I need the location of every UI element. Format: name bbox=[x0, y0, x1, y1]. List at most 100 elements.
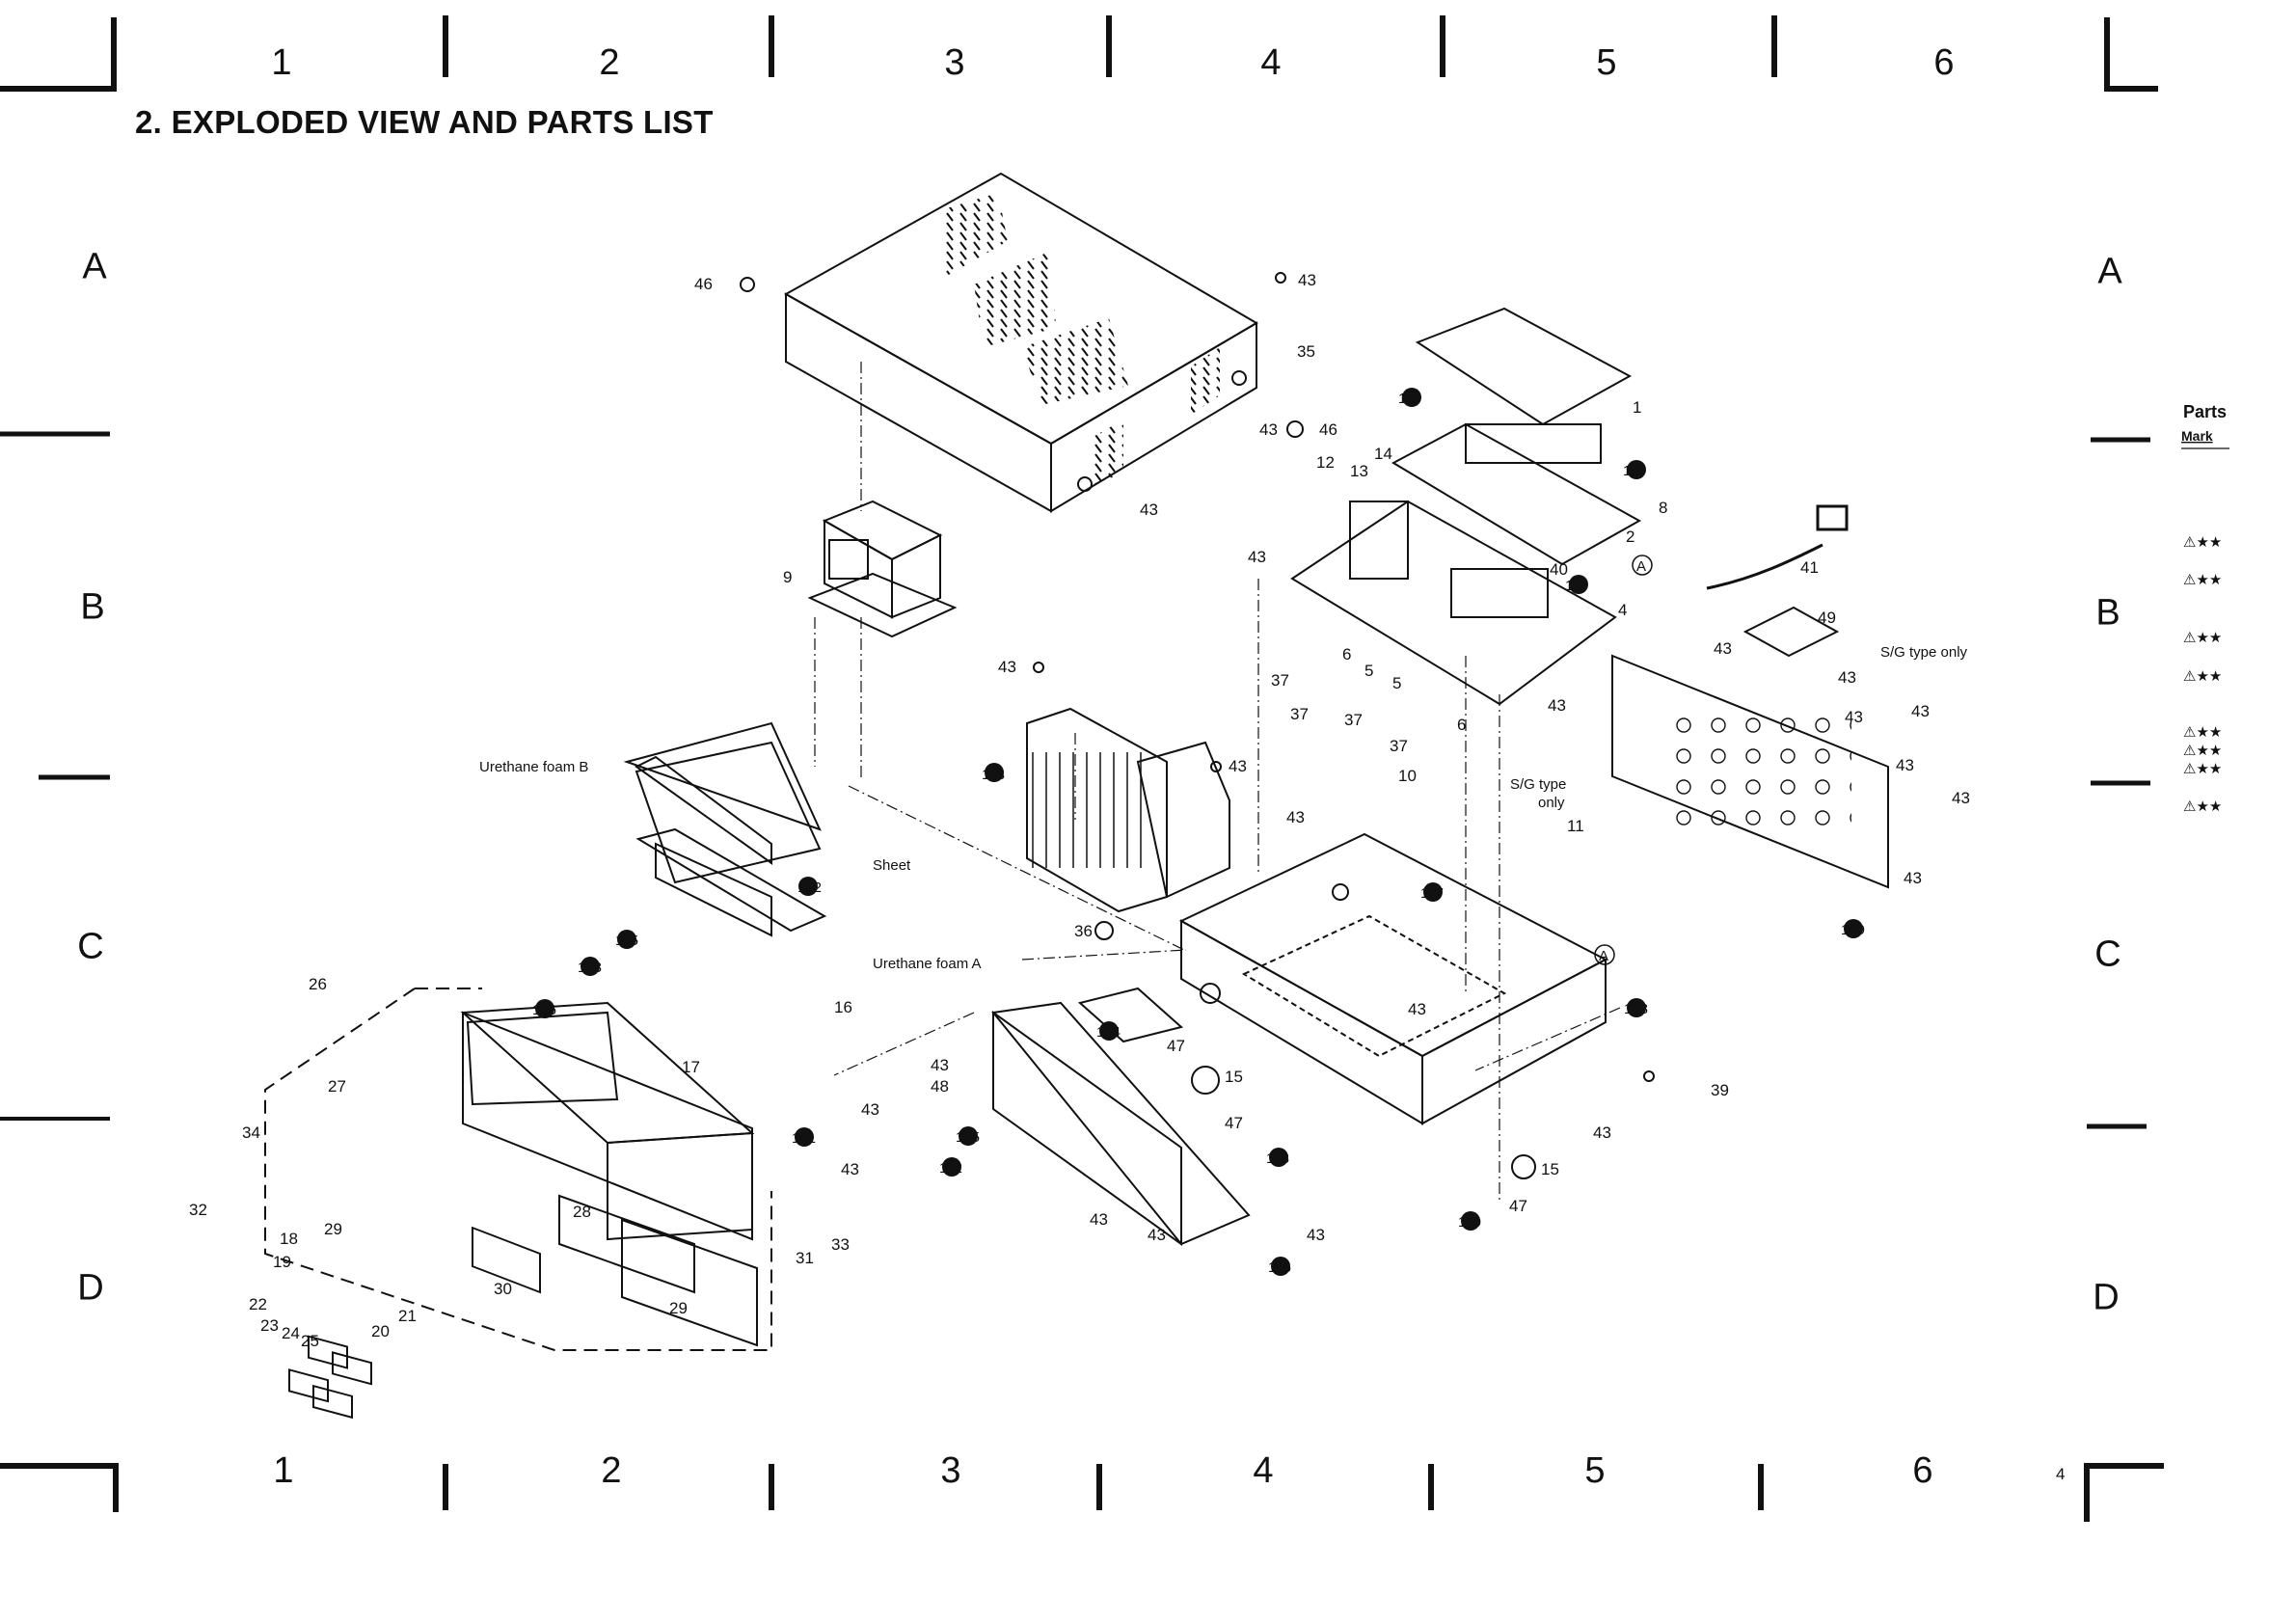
grid-col-bottom-6: 6 bbox=[1912, 1450, 1933, 1491]
callout-43-s: 43 bbox=[841, 1160, 859, 1178]
callout-105: 105 bbox=[956, 1129, 980, 1146]
callout-102: 102 bbox=[797, 880, 822, 896]
grid-col-top-3: 3 bbox=[944, 42, 965, 83]
urethane-foam-b-part bbox=[635, 755, 772, 865]
callout-43-i: 43 bbox=[1911, 702, 1930, 720]
callout-27: 27 bbox=[328, 1077, 346, 1096]
front-bezel bbox=[462, 1011, 758, 1347]
sidebar-mark-7: ⚠★★ bbox=[2183, 761, 2222, 777]
grid-col-bottom-1: 1 bbox=[273, 1450, 294, 1491]
grid-col-bottom-3: 3 bbox=[940, 1450, 961, 1491]
corner-top-right bbox=[2104, 17, 2158, 92]
callout-29-b: 29 bbox=[669, 1299, 688, 1317]
corner-top-left bbox=[0, 17, 117, 92]
sidebar-heading: Parts bbox=[2183, 402, 2227, 421]
callout-104: 104 bbox=[1096, 1024, 1121, 1041]
callout-33: 33 bbox=[831, 1235, 850, 1254]
callout-20: 20 bbox=[371, 1322, 390, 1340]
callout-103: 103 bbox=[578, 960, 602, 976]
callout-46-b: 46 bbox=[1319, 420, 1337, 439]
callout-47-a: 47 bbox=[1167, 1037, 1185, 1055]
pcb-boards bbox=[1290, 307, 1642, 706]
note-urethane-foam-b: Urethane foam B bbox=[479, 759, 588, 775]
grid-row-right-a: A bbox=[2097, 251, 2122, 292]
button-knobs bbox=[288, 1335, 372, 1420]
grid-col-top-2: 2 bbox=[599, 42, 620, 83]
sidebar-subheading: Mark bbox=[2181, 428, 2213, 444]
grid-col-top-6: 6 bbox=[1933, 42, 1955, 83]
callout-37-d: 37 bbox=[1390, 737, 1408, 755]
grid-row-right-d: D bbox=[2093, 1277, 2120, 1318]
callout-36: 36 bbox=[1074, 922, 1093, 940]
callout-111-c: 111 bbox=[1565, 578, 1587, 594]
callout-2: 2 bbox=[1626, 528, 1634, 546]
callout-47-b: 47 bbox=[1225, 1114, 1243, 1132]
callout-34: 34 bbox=[242, 1123, 260, 1142]
callout-15-a: 15 bbox=[1225, 1068, 1243, 1086]
callout-a-1: A bbox=[1636, 558, 1646, 575]
rear-panel bbox=[1611, 606, 1889, 889]
callout-18: 18 bbox=[280, 1230, 298, 1248]
page-title: 2. EXPLODED VIEW AND PARTS LIST bbox=[135, 104, 714, 140]
heat-sink bbox=[1026, 707, 1230, 913]
callout-46-top: 46 bbox=[694, 275, 713, 293]
callout-43-h: 43 bbox=[1845, 708, 1863, 726]
note-sg-type-line1: S/G type bbox=[1510, 776, 1566, 793]
callout-43-g: 43 bbox=[1838, 668, 1856, 687]
callout-5-b: 5 bbox=[1392, 674, 1401, 692]
callout-41: 41 bbox=[1800, 558, 1819, 577]
callout-32: 32 bbox=[189, 1201, 207, 1219]
callout-43-n: 43 bbox=[1229, 757, 1247, 775]
sidebar-mark-2: ⚠★★ bbox=[2183, 572, 2222, 588]
callout-11: 11 bbox=[1567, 817, 1584, 835]
display-bracket bbox=[623, 721, 827, 937]
callout-22: 22 bbox=[249, 1295, 267, 1313]
callout-17: 17 bbox=[682, 1058, 700, 1076]
sidebar-mark-5: ⚠★★ bbox=[2183, 724, 2222, 741]
callout-43-q: 43 bbox=[931, 1056, 949, 1074]
callout-43-m: 43 bbox=[998, 658, 1016, 676]
note-urethane-foam-a: Urethane foam A bbox=[873, 956, 982, 972]
callout-14: 14 bbox=[1374, 445, 1392, 463]
callout-25: 25 bbox=[301, 1332, 319, 1350]
callout-29-a: 29 bbox=[324, 1220, 342, 1238]
callout-109: 109 bbox=[1841, 922, 1865, 938]
callout-8: 8 bbox=[1659, 499, 1667, 517]
callout-43-d: 43 bbox=[1248, 548, 1266, 566]
callout-23: 23 bbox=[260, 1316, 279, 1335]
screws bbox=[740, 272, 1655, 1179]
grid-col-bottom-4: 4 bbox=[1253, 1450, 1274, 1491]
border-marks bbox=[0, 15, 2164, 1522]
grid-row-left-d: D bbox=[77, 1267, 104, 1309]
note-sheet: Sheet bbox=[873, 857, 911, 874]
callout-10: 10 bbox=[1398, 767, 1417, 785]
callout-101: 101 bbox=[792, 1130, 816, 1147]
callout-15-b: 15 bbox=[1541, 1160, 1559, 1178]
callout-47-c: 47 bbox=[1509, 1197, 1527, 1215]
callout-48: 48 bbox=[931, 1077, 949, 1096]
grid-col-top-5: 5 bbox=[1596, 42, 1617, 83]
grid-col-bottom-5: 5 bbox=[1584, 1450, 1606, 1491]
grid-row-left-a: A bbox=[82, 246, 107, 287]
callout-116: 116 bbox=[1268, 1259, 1291, 1276]
grid-col-bottom-2: 2 bbox=[601, 1450, 622, 1491]
grid-row-right-b: B bbox=[2095, 592, 2120, 634]
callout-43-r: 43 bbox=[861, 1100, 879, 1119]
callout-43-u: 43 bbox=[1090, 1210, 1108, 1229]
front-assembly-outline bbox=[264, 988, 772, 1351]
note-sg-type-only: S/G type only bbox=[1880, 644, 1968, 661]
grid-row-left-b: B bbox=[80, 586, 105, 628]
callout-37-c: 37 bbox=[1344, 711, 1363, 729]
center-bracket bbox=[991, 987, 1251, 1246]
callout-110: 110 bbox=[1458, 1214, 1481, 1231]
callout-16: 16 bbox=[834, 998, 852, 1016]
callout-5-a: 5 bbox=[1364, 662, 1373, 680]
callout-115: 115 bbox=[615, 933, 638, 949]
callout-6-a: 6 bbox=[1342, 645, 1351, 663]
sidebar-mark-6: ⚠★★ bbox=[2183, 743, 2222, 759]
callout-106: 106 bbox=[532, 1002, 556, 1018]
callout-39: 39 bbox=[1711, 1081, 1729, 1099]
callout-49: 49 bbox=[1818, 609, 1836, 627]
callout-43-e: 43 bbox=[1714, 639, 1732, 658]
